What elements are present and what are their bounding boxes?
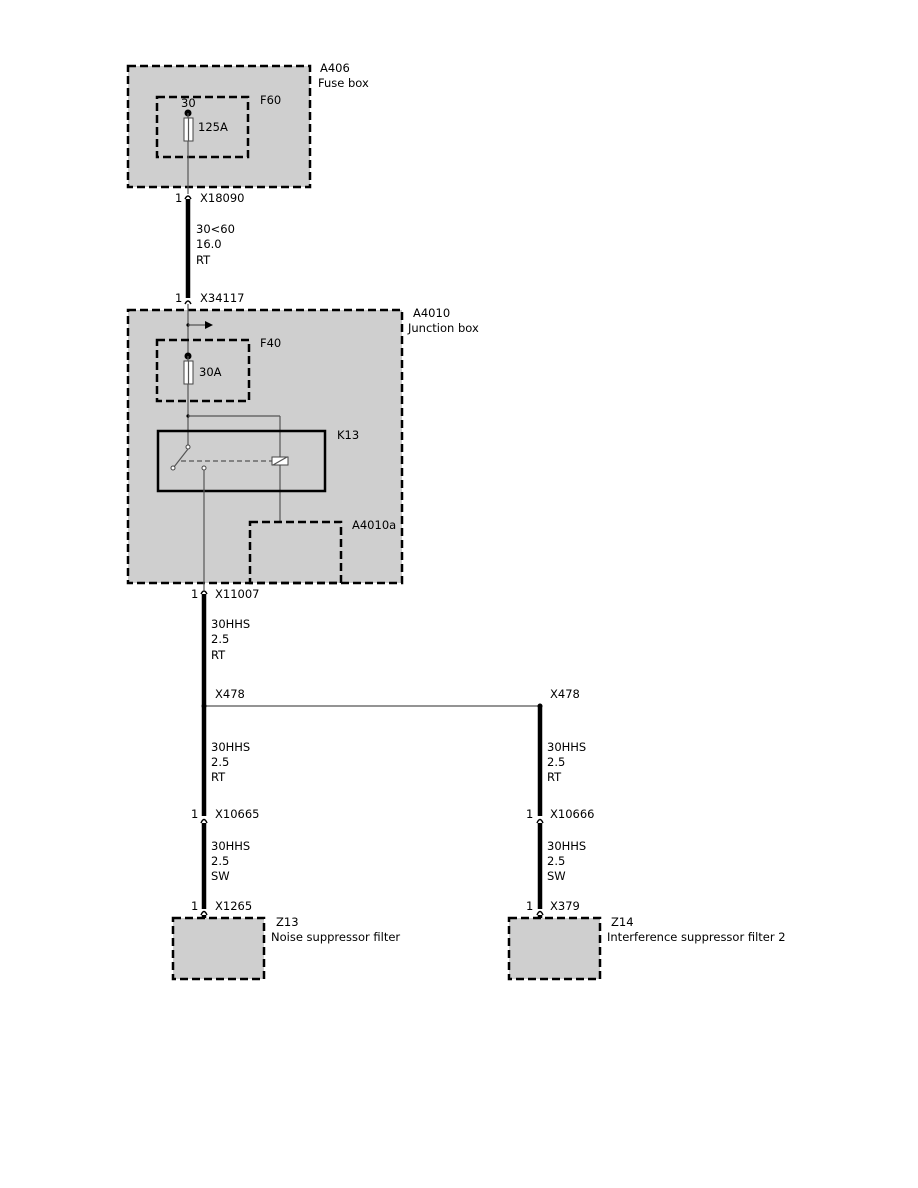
wire-30hhs-main-color: RT: [211, 648, 226, 662]
wire-30hhs-right-upper-color: RT: [547, 770, 562, 784]
connector-x10665-pin: 1: [191, 807, 198, 821]
splice-x478-right-id: X478: [550, 687, 580, 701]
wire-30hhs-left-upper-circuit: 30HHS: [211, 740, 250, 754]
connector-x18090-symbol: [184, 195, 192, 200]
connector-x10666-id: X10666: [550, 807, 594, 821]
connector-x11007: 1 X11007: [191, 587, 259, 601]
wire-30hhs-right-lower-color: SW: [547, 869, 566, 883]
wire-30-60-color: RT: [196, 253, 211, 267]
connector-x10665-symbol: [200, 818, 208, 824]
connector-x1265-pin: 1: [191, 899, 198, 913]
connector-x379-symbol: [536, 910, 544, 916]
junction-box-a4010-outline: [126, 308, 404, 585]
wire-30hhs-left-upper-label: 30HHS 2.5 RT: [211, 740, 250, 784]
connector-x1265-symbol: [200, 910, 208, 916]
wire-30hhs-left-lower-size: 2.5: [211, 854, 229, 868]
wire-30hhs-main-size: 2.5: [211, 632, 229, 646]
filter-z14-outline: [507, 916, 602, 981]
wire-30hhs-main-circuit: 30HHS: [211, 617, 250, 631]
sub-module-a4010a-id: A4010a: [352, 518, 396, 532]
wire-30hhs-left-lower-circuit: 30HHS: [211, 839, 250, 853]
wire-30hhs-right-upper-size: 2.5: [547, 755, 565, 769]
filter-z14: Z14 Interference suppressor filter 2: [507, 915, 786, 981]
fuse-f60-outline: [155, 95, 250, 159]
relay-k13-switch-blade: [173, 448, 189, 468]
connector-x1265: 1 X1265: [191, 899, 252, 916]
connector-x11007-symbol: [200, 590, 208, 595]
wire-30hhs-left-upper-color: RT: [211, 770, 226, 784]
connector-x18090: 1 X18090: [175, 191, 244, 205]
connector-x18090-id: X18090: [200, 191, 244, 205]
connector-x34117-symbol: [184, 300, 192, 305]
connector-x11007-id: X11007: [215, 587, 259, 601]
fuse-f60-terminal: 30: [181, 96, 196, 110]
wire-30-60-size: 16.0: [196, 237, 222, 251]
junction-box-a4010-name: Junction box: [407, 321, 479, 335]
fuse-box-a406-name: Fuse box: [318, 76, 369, 90]
filter-z14-id: Z14: [611, 915, 634, 929]
wire-30hhs-right-lower-size: 2.5: [547, 854, 565, 868]
junction-box-a4010-id: A4010: [413, 306, 450, 320]
wire-30hhs-main-label: 30HHS 2.5 RT: [211, 617, 250, 662]
relay-k13-outline: [156, 429, 327, 493]
connector-x10666: 1 X10666: [526, 807, 594, 824]
filter-z14-name: Interference suppressor filter 2: [607, 930, 786, 944]
relay-k13-id: K13: [337, 428, 359, 442]
junction-box-a4010: A4010 Junction box F40 30A K13 A401: [126, 304, 479, 590]
connector-x379-pin: 1: [526, 899, 533, 913]
connector-x34117-id: X34117: [200, 291, 244, 305]
connector-x10666-symbol: [536, 818, 544, 824]
wire-30hhs-right-lower-circuit: 30HHS: [547, 839, 586, 853]
wire-30hhs-right-upper-circuit: 30HHS: [547, 740, 586, 754]
connector-x379-id: X379: [550, 899, 580, 913]
fuse-f40-id: F40: [260, 336, 281, 350]
connector-x34117-pin: 1: [175, 291, 182, 305]
wire-30hhs-left-lower-label: 30HHS 2.5 SW: [211, 839, 250, 883]
splice-x478-left-id: X478: [215, 687, 245, 701]
filter-z13-outline: [171, 916, 266, 981]
wire-30-60-circuit: 30<60: [196, 222, 235, 236]
filter-z13: Z13 Noise suppressor filter: [171, 915, 400, 981]
connector-x379: 1 X379: [526, 899, 580, 916]
fuse-box-a406-id: A406: [320, 61, 350, 75]
wire-30hhs-right-lower-label: 30HHS 2.5 SW: [547, 839, 586, 883]
fuse-f60-id: F60: [260, 93, 281, 107]
connector-x1265-id: X1265: [215, 899, 252, 913]
filter-z13-name: Noise suppressor filter: [271, 930, 400, 944]
connector-x11007-pin: 1: [191, 587, 198, 601]
connector-x34117: 1 X34117: [175, 291, 244, 305]
wire-30hhs-left-upper-size: 2.5: [211, 755, 229, 769]
wire-30-60-label: 30<60 16.0 RT: [196, 222, 235, 267]
fuse-f40-rating: 30A: [199, 365, 222, 379]
splice-x478: X478 X478: [201, 687, 580, 709]
connector-x10665: 1 X10665: [191, 807, 259, 824]
fuse-f60-rating: 125A: [198, 120, 228, 134]
sub-module-a4010a-outline: [248, 520, 343, 585]
wire-30hhs-left-lower-color: SW: [211, 869, 230, 883]
fuse-box-a406: A406 Fuse box F60 30 125A: [126, 61, 369, 194]
continuation-arrow-icon: [205, 321, 213, 329]
filter-z13-id: Z13: [276, 915, 299, 929]
fuse-box-a406-outline: [126, 64, 312, 189]
connector-x10666-pin: 1: [526, 807, 533, 821]
fuse-f40-outline: [155, 338, 251, 403]
connector-x10665-id: X10665: [215, 807, 259, 821]
connector-x18090-pin: 1: [175, 191, 182, 205]
wire-30hhs-right-upper-label: 30HHS 2.5 RT: [547, 740, 586, 784]
